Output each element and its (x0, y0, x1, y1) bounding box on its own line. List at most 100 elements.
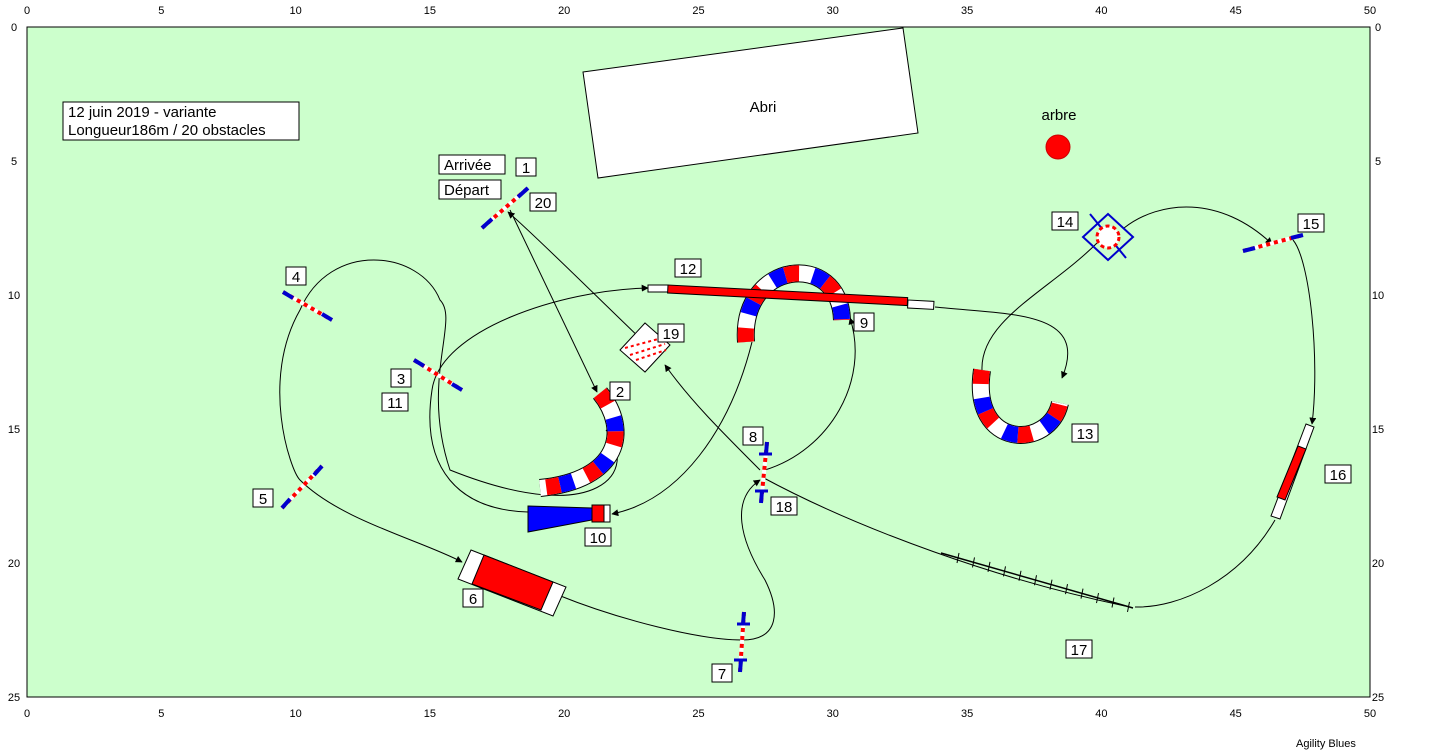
course-date: 12 juin 2019 - variante (68, 104, 216, 121)
x-tick-label: 0 (24, 708, 30, 720)
weave-poles-17 (940, 552, 1134, 609)
svg-text:6: 6 (469, 591, 477, 608)
tree: arbre (1041, 107, 1077, 160)
x-tick-label: 25 (692, 708, 704, 720)
obstacle-number-13: 13 (1071, 423, 1099, 443)
obstacle-number-20: 20 (529, 192, 557, 212)
y-tick-label: 10 (8, 290, 20, 302)
obstacle-number-9: 9 (853, 312, 875, 332)
tree-label: arbre (1041, 107, 1076, 124)
x-tick-label: 40 (1095, 5, 1107, 17)
svg-text:20: 20 (535, 195, 552, 212)
axis-ticks: 0055101015152020252530303535404045455050… (8, 5, 1384, 720)
obstacle-number-5: 5 (252, 488, 274, 508)
y-tick-label: 15 (1372, 424, 1384, 436)
x-tick-label: 20 (558, 5, 570, 17)
x-tick-label: 0 (24, 5, 30, 17)
x-tick-label: 10 (289, 708, 301, 720)
obstacle-number-4: 4 (285, 266, 307, 286)
x-tick-label: 30 (827, 708, 839, 720)
jump-4 (281, 290, 334, 322)
svg-text:13: 13 (1077, 426, 1094, 443)
course-info-box: 12 juin 2019 - variante Longueur186m / 2… (62, 101, 300, 141)
svg-text:17: 17 (1071, 642, 1088, 659)
jump-15 (1242, 233, 1304, 253)
y-tick-label: 25 (8, 692, 20, 704)
shelter: Abri (582, 27, 919, 179)
x-tick-label: 5 (158, 708, 164, 720)
x-tick-label: 5 (158, 5, 164, 17)
x-tick-label: 30 (827, 5, 839, 17)
obstacle-number-15: 15 (1297, 213, 1325, 233)
x-tick-label: 40 (1095, 708, 1107, 720)
svg-text:5: 5 (259, 491, 267, 508)
x-tick-label: 35 (961, 708, 973, 720)
obstacle-number-labels: 1 20 2 3 11 4 5 6 7 8 18 9 10 12 13 14 15 16 17 19 (252, 157, 1352, 683)
a-frame-6 (457, 549, 567, 617)
svg-text:8: 8 (749, 429, 757, 446)
jump-7 (734, 611, 750, 673)
x-tick-label: 10 (289, 5, 301, 17)
x-tick-label: 35 (961, 5, 973, 17)
jump-1-20 (480, 186, 530, 230)
jump-8-18 (755, 441, 772, 504)
course-length: Longueur186m / 20 obstacles (68, 122, 266, 139)
svg-text:3: 3 (397, 371, 405, 388)
y-tick-label: 20 (1372, 558, 1384, 570)
x-tick-label: 45 (1230, 708, 1242, 720)
dog-walk-12 (647, 284, 935, 310)
y-tick-label: 5 (11, 156, 17, 168)
y-tick-label: 0 (1375, 22, 1381, 34)
weave-pole-ticks (956, 552, 1130, 613)
obstacle-number-10: 10 (584, 527, 612, 547)
x-tick-label: 20 (558, 708, 570, 720)
svg-text:9: 9 (860, 315, 868, 332)
obstacle-number-16: 16 (1324, 464, 1352, 484)
svg-text:1: 1 (522, 160, 530, 177)
seesaw-16 (1270, 423, 1315, 520)
tire-14 (1081, 212, 1135, 262)
x-tick-label: 50 (1364, 708, 1376, 720)
y-tick-label: 15 (8, 424, 20, 436)
jump-3-11 (412, 358, 464, 392)
obstacle-number-19: 19 (657, 323, 685, 343)
x-tick-label: 15 (424, 5, 436, 17)
tunnel-2 (538, 387, 625, 497)
x-tick-label: 50 (1364, 5, 1376, 17)
obstacle-number-8: 8 (742, 426, 764, 446)
obstacle-number-3: 3 (390, 368, 412, 388)
x-tick-label: 45 (1230, 5, 1242, 17)
svg-text:4: 4 (292, 269, 300, 286)
obstacle-number-17: 17 (1065, 639, 1093, 659)
obstacle-number-6: 6 (462, 588, 484, 608)
tunnel-13 (971, 368, 1069, 444)
finish-label-box: Arrivée (438, 154, 506, 175)
x-tick-label: 25 (692, 5, 704, 17)
start-label-box: Départ (438, 179, 502, 200)
svg-text:12: 12 (680, 261, 697, 278)
credit-text: Agility Blues (1296, 738, 1356, 750)
obstacle-number-7: 7 (711, 663, 733, 683)
svg-text:10: 10 (590, 530, 607, 547)
y-tick-label: 25 (1372, 692, 1384, 704)
y-tick-label: 20 (8, 558, 20, 570)
svg-text:15: 15 (1303, 216, 1320, 233)
jump-5 (280, 464, 324, 510)
obstacle-number-18: 18 (770, 496, 798, 516)
obstacle-number-11: 11 (381, 392, 409, 412)
svg-text:16: 16 (1330, 467, 1347, 484)
svg-text:11: 11 (387, 395, 403, 412)
svg-text:14: 14 (1057, 214, 1074, 231)
svg-text:Arrivée: Arrivée (444, 157, 492, 174)
svg-text:18: 18 (776, 499, 793, 516)
course-path (279, 206, 1317, 641)
svg-text:19: 19 (663, 326, 680, 343)
y-tick-label: 10 (1372, 290, 1384, 302)
svg-text:7: 7 (718, 666, 726, 683)
y-tick-label: 0 (11, 22, 17, 34)
obstacle-number-2: 2 (609, 381, 631, 401)
svg-text:2: 2 (616, 384, 624, 401)
x-tick-label: 15 (424, 708, 436, 720)
obstacle-number-14: 14 (1051, 211, 1079, 231)
